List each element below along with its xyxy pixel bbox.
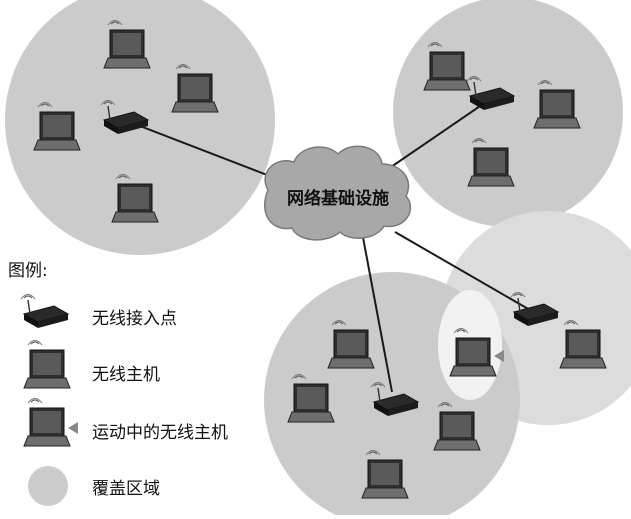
legend: 图例: 无线接入点 无线主机 运动中的无线主机 覆盖区域: [8, 261, 228, 506]
wireless-hosts: [34, 21, 606, 499]
motion-arrow-icon: [494, 350, 504, 362]
legend-label-mobile-host: 运动中的无线主机: [92, 423, 228, 443]
legend-access-point-icon: [21, 295, 68, 329]
legend-mobile-host-icon: [24, 399, 70, 447]
legend-host-icon: [24, 341, 70, 389]
link-ap4-cloud: [394, 231, 531, 311]
legend-label-host: 无线主机: [92, 365, 160, 385]
legend-coverage-swatch: [28, 466, 68, 506]
legend-label-coverage: 覆盖区域: [92, 479, 160, 499]
link-ap3-cloud: [361, 231, 393, 393]
legend-motion-arrow-icon: [68, 422, 78, 434]
coverage-area-top-right: [393, 0, 623, 227]
legend-title: 图例:: [8, 261, 48, 281]
link-ap1-cloud: [139, 125, 281, 181]
infrastructure-cloud: 网络基础设施: [263, 145, 412, 241]
legend-label-access-point: 无线接入点: [92, 309, 177, 329]
cloud-label: 网络基础设施: [287, 188, 389, 209]
